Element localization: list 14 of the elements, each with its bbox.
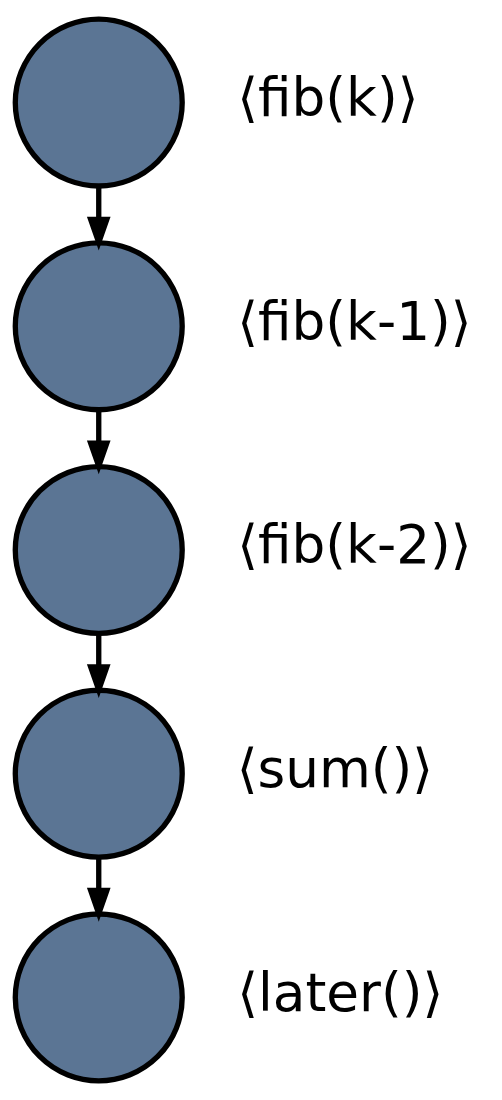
arrow	[86, 410, 111, 475]
node-label: ⟨sum()⟩	[236, 738, 434, 801]
arrow	[86, 857, 111, 922]
node-circle	[12, 16, 185, 189]
node-label: ⟨fib(k-2)⟩	[237, 514, 472, 577]
node-label: ⟨later()⟩	[237, 961, 444, 1024]
node-label: ⟨fib(k)⟩	[237, 66, 419, 129]
arrow	[86, 633, 111, 698]
node-circle	[12, 911, 185, 1084]
arrow	[86, 186, 111, 251]
node-circle	[12, 687, 185, 860]
node-circle	[12, 463, 185, 637]
node-label: ⟨fib(k-1)⟩	[237, 290, 472, 353]
node-circle	[12, 240, 185, 413]
